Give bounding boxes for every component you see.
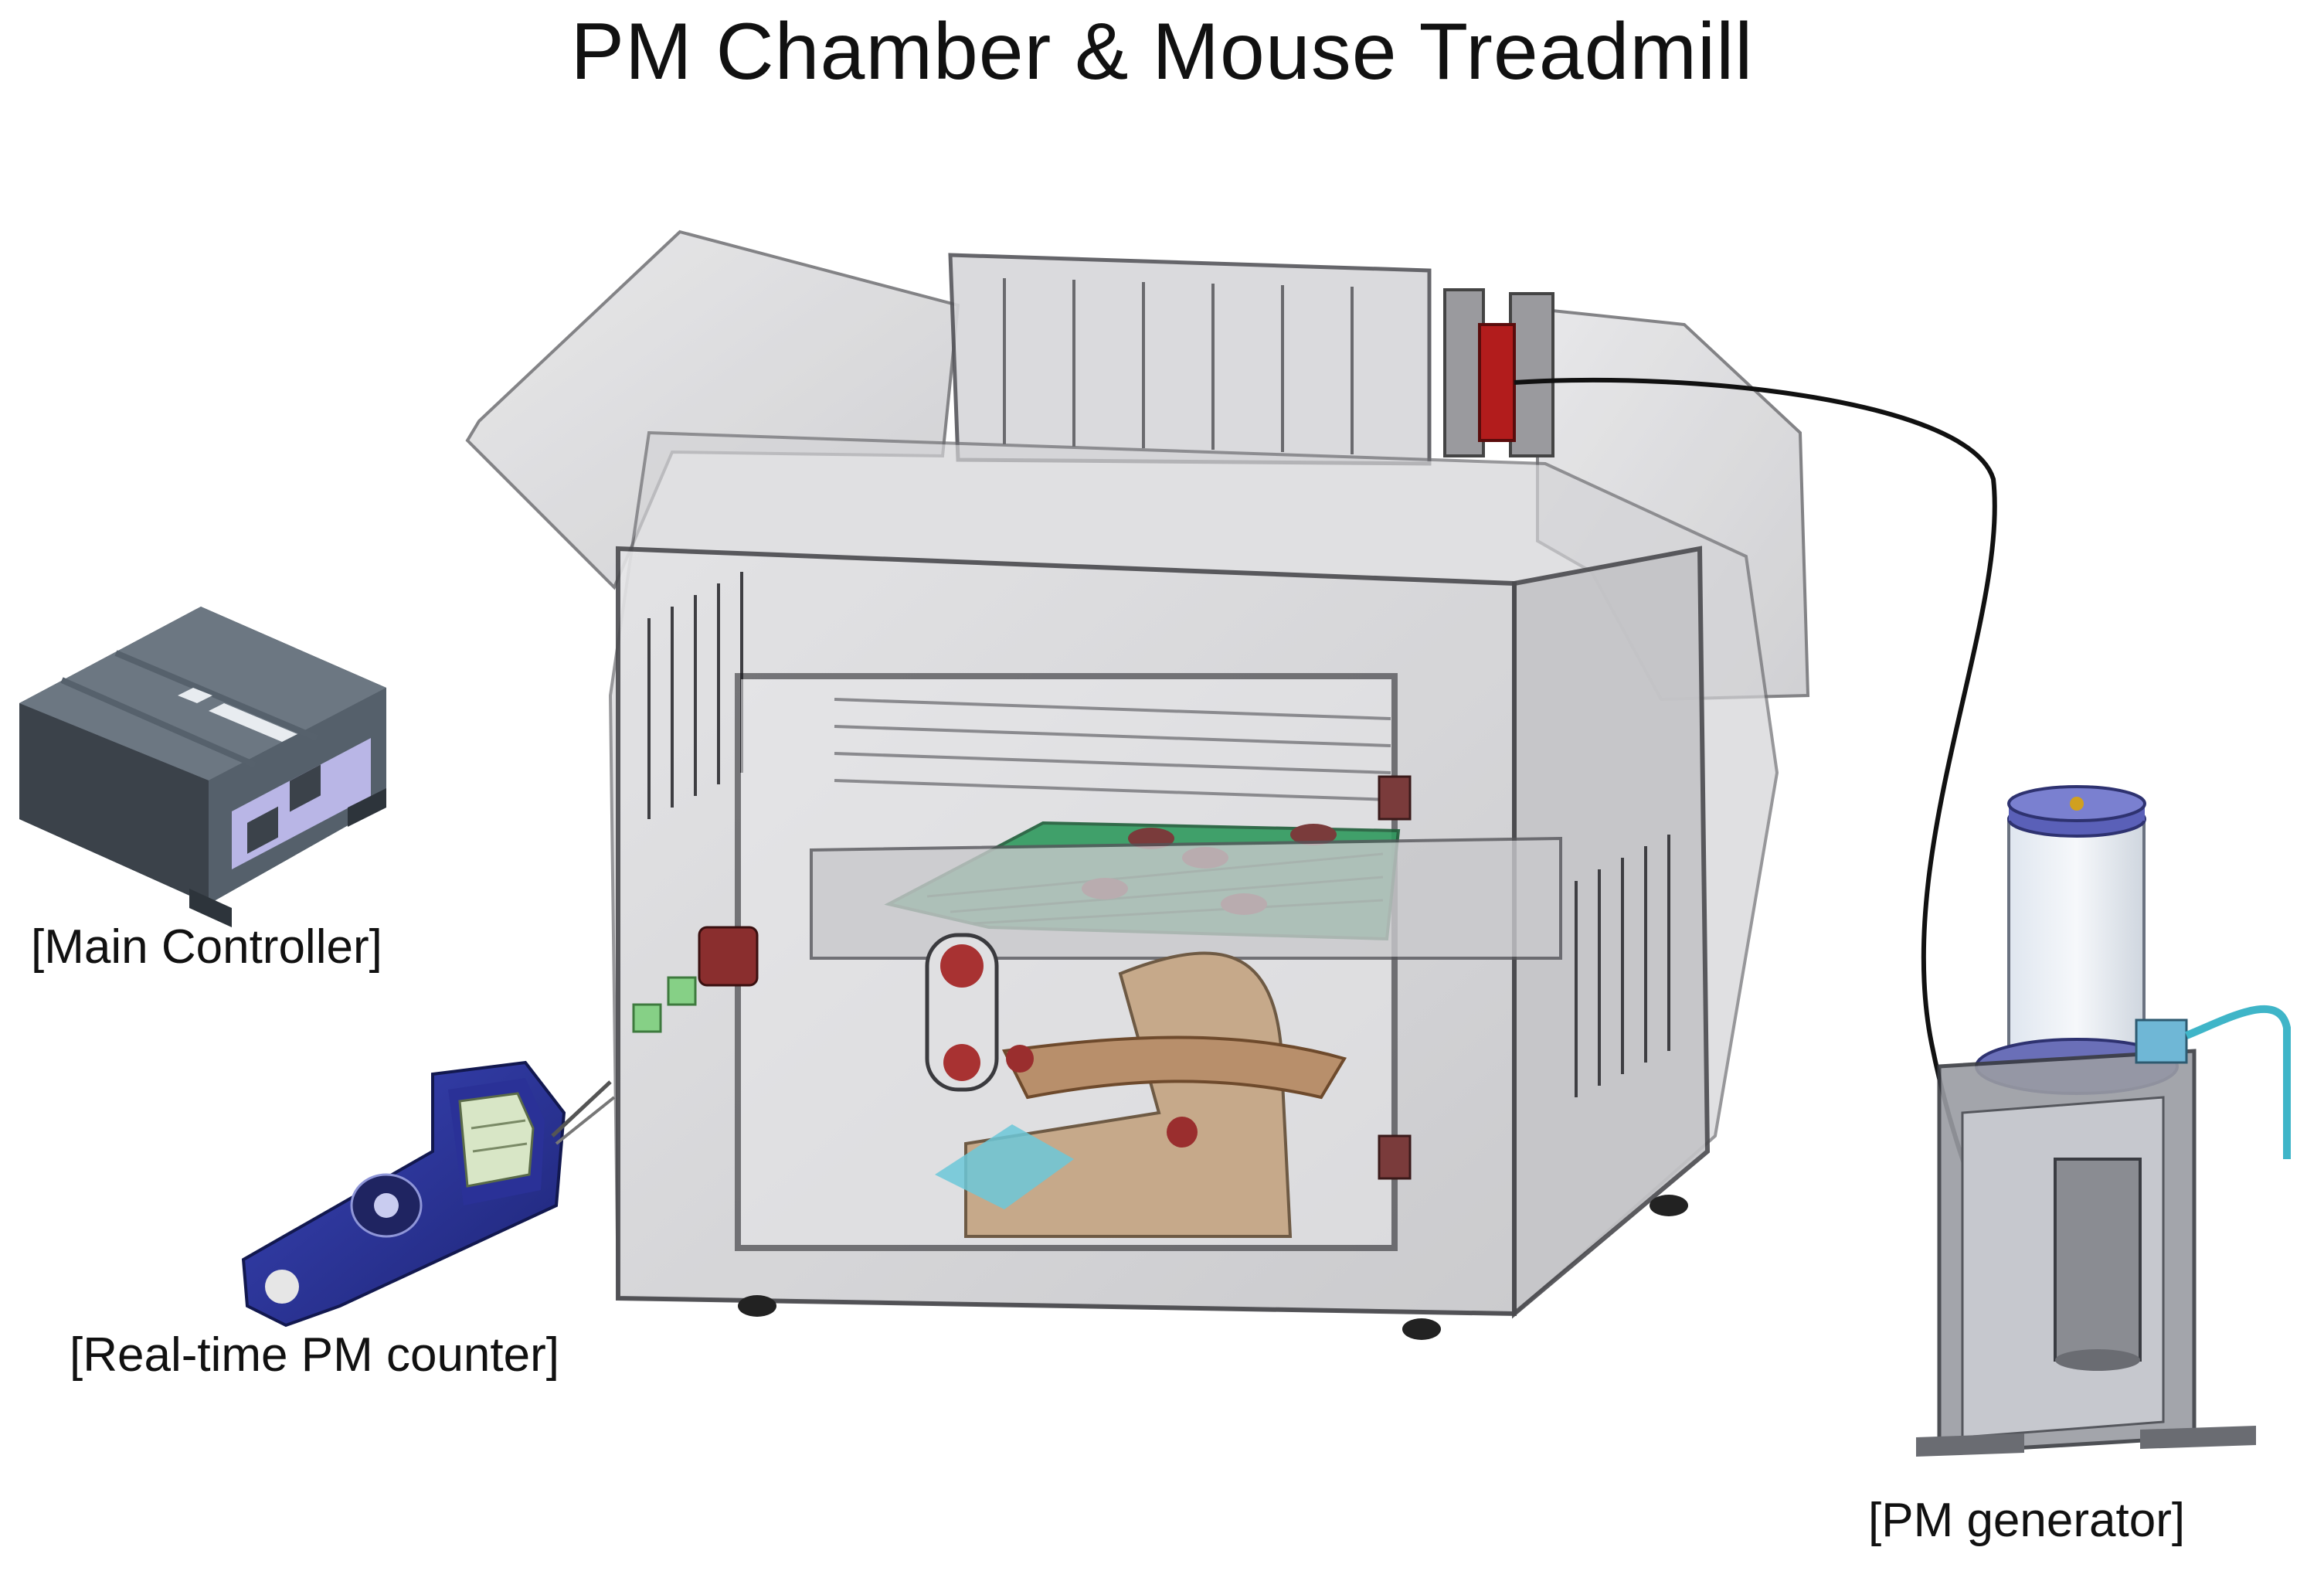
pm-counter-device — [241, 1060, 616, 1328]
main-controller-label: [Main Controller] — [31, 920, 382, 974]
pm-counter-label: [Real-time PM counter] — [70, 1328, 559, 1382]
pm-generator-label: [PM generator] — [1868, 1494, 2186, 1547]
diagram-title: PM Chamber & Mouse Treadmill — [570, 7, 1754, 97]
main-controller-device — [19, 607, 386, 927]
pm-chamber — [465, 230, 1810, 1340]
pm-generator-device — [1916, 785, 2291, 1457]
